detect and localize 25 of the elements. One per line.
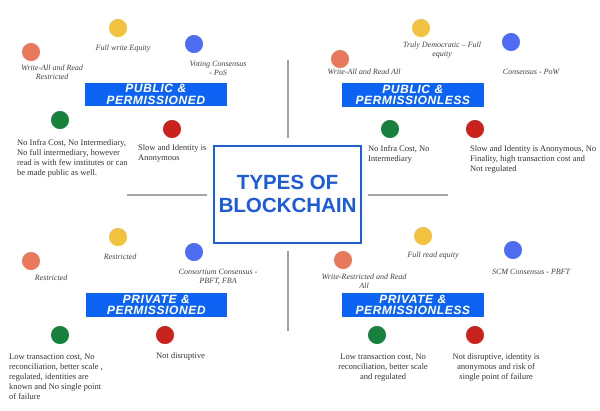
dot-caption: SCM Consensus - PBFT [491, 267, 572, 276]
note-text: Low transaction cost, No reconciliation, better scale , regulated, identities are known and No single point of failure [9, 351, 104, 402]
note-text: Not disruptive, identity is anonymous and risk of single point of failure [452, 351, 540, 382]
dot-caption: Write-Restricted and Read All [320, 272, 408, 291]
category-banner: PUBLIC & PERMISSIONED [85, 83, 227, 106]
dot-caption: Restricted [34, 273, 68, 282]
dot-caption: Truly Democratic – Full equity [402, 40, 482, 59]
note-text: Low transaction cost, No reconciliation, better scale and regulated [337, 351, 429, 382]
note-text: Slow and Identity is Anonymous, No Finality, high transaction cost and Not regulated [470, 143, 598, 174]
dot-caption: Consensus - PoW [502, 67, 561, 76]
dot-caption: Consortium Consensus - PBFT, FBA [178, 267, 258, 286]
category-banner: PRIVATE & PERMISSIONLESS [342, 293, 484, 317]
dot-caption: Full write Equity [94, 43, 152, 52]
dot-caption: Voting Consensus - PoS [189, 59, 247, 78]
category-banner: PUBLIC & PERMISSIONLESS [342, 83, 484, 107]
dot-caption: Write-All and Read All [326, 67, 402, 76]
dot-caption: Full read equity [406, 250, 460, 260]
dot-caption: Restricted [102, 252, 138, 262]
note-text: Not disruptive [156, 350, 206, 360]
note-text: No Infra Cost, No Intermediary, No full intermediary, however read is with few institutes or can be made public as well. [17, 137, 128, 178]
note-text: Slow and Identity is Anonymous [138, 142, 208, 162]
title-box: TYPES OF BLOCKCHAIN [213, 145, 362, 244]
category-banner: PRIVATE & PERMISSIONED [86, 293, 227, 317]
dot-caption: Write-All and Read Restricted [20, 63, 84, 82]
note-text: No Infra Cost, No Intermediary [368, 143, 430, 164]
